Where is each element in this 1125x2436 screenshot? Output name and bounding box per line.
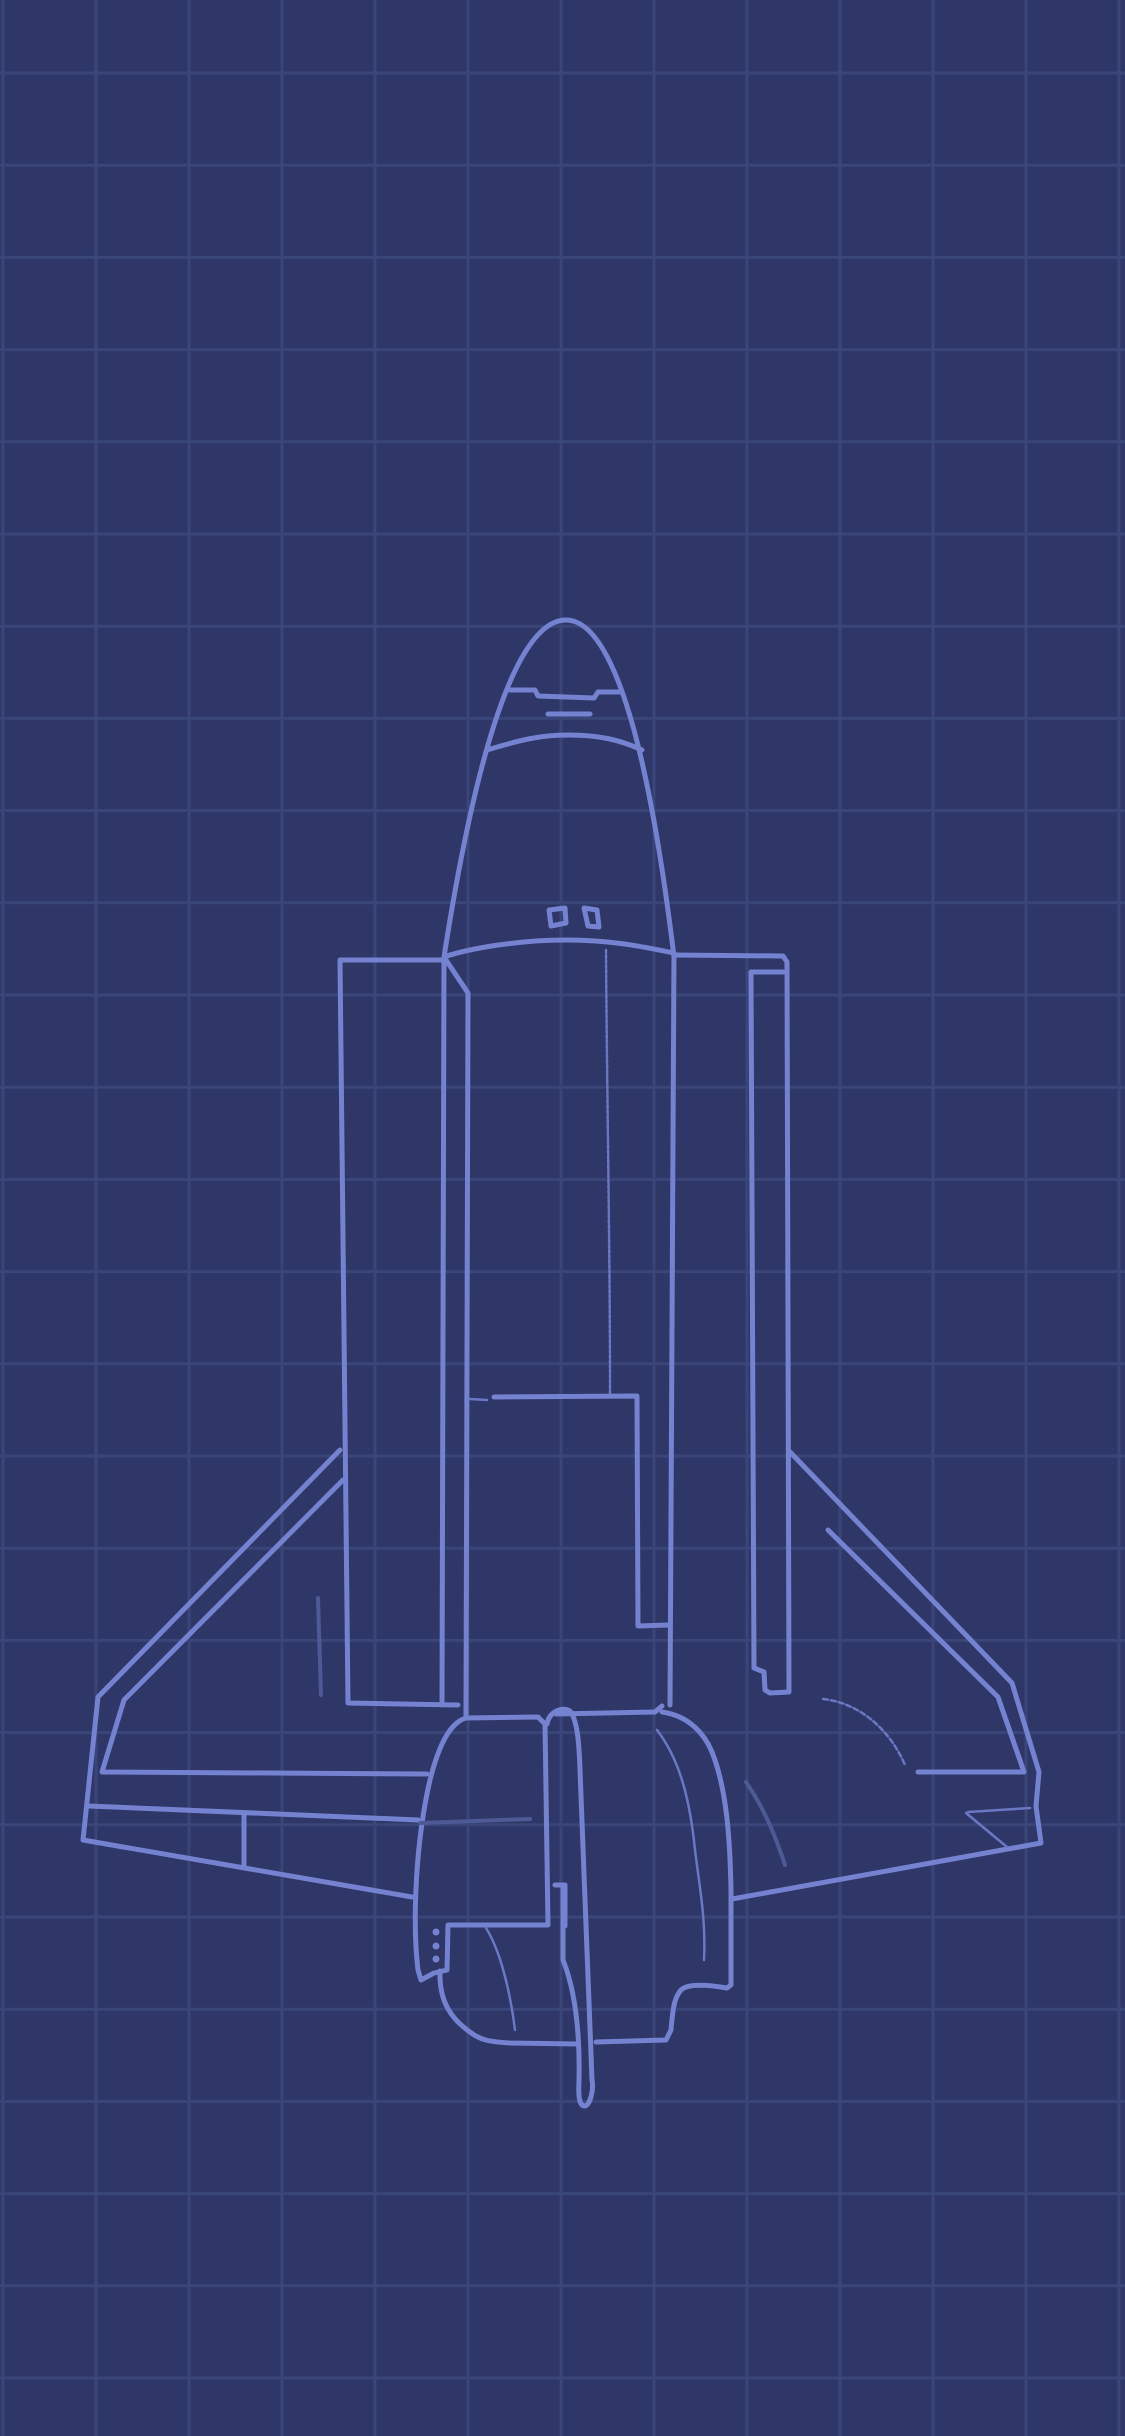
fuselage-left-line xyxy=(439,954,447,1708)
fuselage-right-line xyxy=(667,950,677,1708)
vent-dot xyxy=(432,1942,440,1950)
sketch-details xyxy=(468,948,1032,2032)
right-booster-outline xyxy=(671,952,792,1696)
tail-fin xyxy=(544,1706,595,2109)
aft-seam-right xyxy=(655,1728,706,1962)
left-booster-outline xyxy=(337,957,461,1708)
left-wing-outer xyxy=(80,1447,415,1900)
faint-marks xyxy=(316,1596,787,1867)
aft-right-body xyxy=(593,1709,734,2045)
window-left xyxy=(546,905,569,929)
cargo-tick xyxy=(468,1397,489,1402)
vent-dot xyxy=(432,1955,440,1963)
fuselage-seam xyxy=(604,948,612,1395)
faint-center-mark xyxy=(418,1817,532,1825)
cargo-door-outline xyxy=(491,1393,671,1629)
nose-band-line xyxy=(484,732,645,753)
right-wing-sketch xyxy=(821,1697,907,1767)
faint-left-mark xyxy=(316,1596,323,1697)
window-right xyxy=(581,905,602,930)
shuttle-nose-outline xyxy=(441,617,677,960)
space-shuttle-icon xyxy=(80,617,1044,2109)
aft-vents xyxy=(432,1928,440,1963)
fuselage-inner-left-line xyxy=(443,957,471,1718)
faint-right-mark xyxy=(744,1780,787,1867)
right-wing-inner xyxy=(825,1527,1027,1775)
aft-base-line xyxy=(412,1714,551,1983)
right-wing-tip-sketch xyxy=(964,1806,1032,1849)
aft-center-line xyxy=(553,1703,665,1717)
right-wing-outer xyxy=(729,1449,1044,1902)
engine-bell-outline xyxy=(437,1968,581,2047)
shoulder-line xyxy=(441,937,677,960)
left-wing-flap xyxy=(86,1803,421,1823)
aft-seam-left xyxy=(484,1926,517,2032)
left-wing-inner xyxy=(99,1477,430,1777)
vent-dot xyxy=(432,1928,440,1936)
cockpit-frame-line xyxy=(507,687,623,701)
